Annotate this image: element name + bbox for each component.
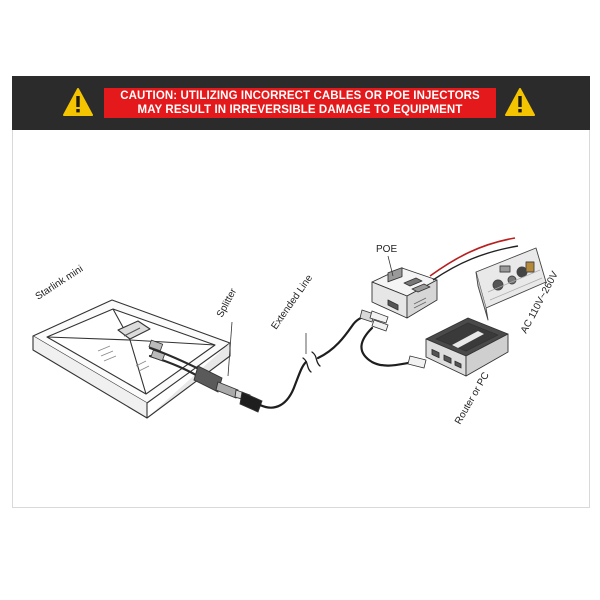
router-plug bbox=[407, 355, 427, 369]
poe-injector bbox=[371, 267, 438, 319]
splitter-device bbox=[193, 365, 263, 413]
caution-line-2: MAY RESULT IN IRREVERSIBLE DAMAGE TO EQU… bbox=[137, 104, 463, 116]
label-starlink-mini: Starlink mini bbox=[34, 264, 86, 303]
ac-power-cable bbox=[429, 237, 516, 277]
label-router-or-pc: Router or PC bbox=[453, 370, 492, 426]
caution-line-1: CAUTION: UTILIZING INCORRECT CABLES OR P… bbox=[120, 90, 480, 102]
poe-to-router-cable bbox=[360, 326, 416, 367]
starlink-mini-dish bbox=[32, 299, 231, 419]
warning-triangle-icon bbox=[505, 88, 535, 116]
warning-triangle-icon bbox=[63, 88, 93, 116]
dish-connectors bbox=[148, 339, 166, 362]
rj45-plugs bbox=[359, 309, 389, 332]
label-extended-line: Extended Line bbox=[269, 273, 315, 332]
router-device bbox=[425, 317, 509, 377]
label-leader-lines bbox=[227, 255, 394, 377]
label-poe: POE bbox=[376, 244, 397, 255]
ac-power-supply bbox=[475, 247, 547, 321]
label-splitter: Splitter bbox=[215, 286, 240, 319]
ac-power-cable-black bbox=[432, 245, 519, 281]
caution-message-box: CAUTION: UTILIZING INCORRECT CABLES OR P… bbox=[104, 88, 496, 118]
